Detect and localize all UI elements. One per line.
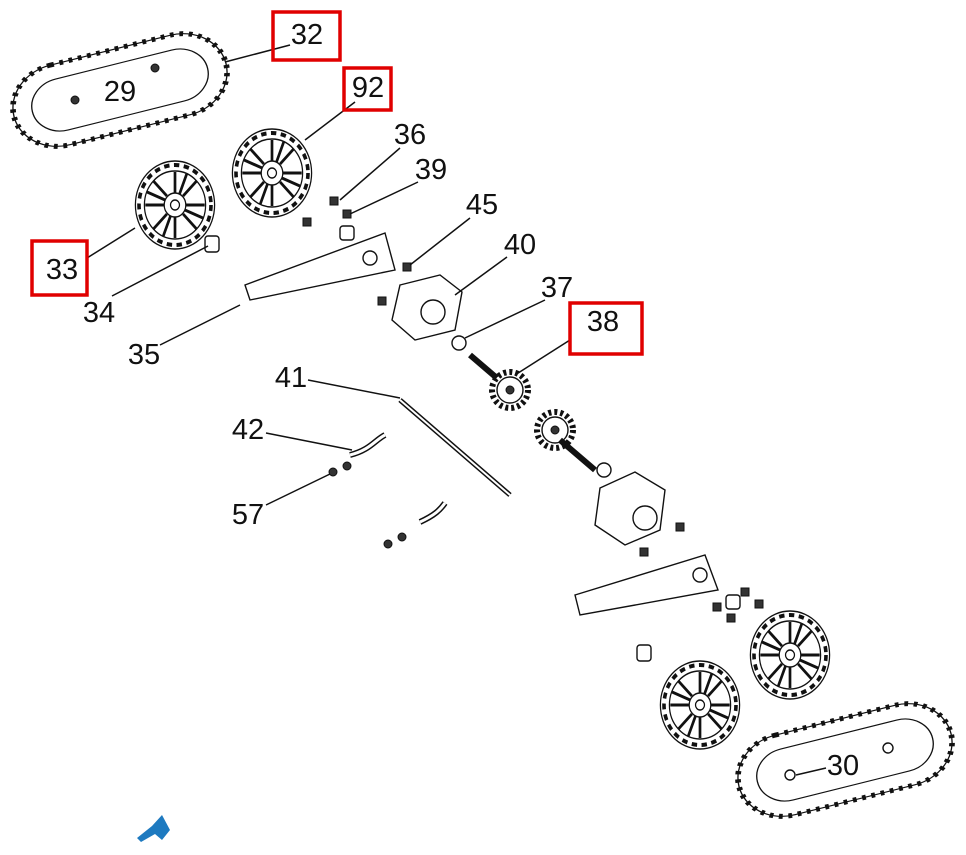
nut (740, 587, 750, 597)
nut-30 (784, 769, 796, 781)
label-29[interactable]: 29 (104, 76, 136, 108)
bushing (725, 594, 741, 610)
highlight-box-38 (568, 301, 644, 356)
bolt (377, 296, 387, 306)
label-34[interactable]: 34 (83, 297, 115, 329)
bushing (339, 225, 355, 241)
label-92[interactable]: 92 (352, 72, 384, 104)
bushing-37 (451, 335, 467, 351)
sprocket-33 (133, 159, 217, 251)
bushing-34 (204, 235, 220, 253)
highlight-box-92 (342, 66, 393, 112)
nut (383, 539, 393, 549)
bolt (302, 217, 312, 227)
label-36[interactable]: 36 (394, 119, 426, 151)
label-39[interactable]: 39 (415, 154, 447, 186)
nut (397, 532, 407, 542)
bolt-36 (329, 196, 339, 206)
sprocket (658, 659, 742, 751)
label-33[interactable]: 33 (46, 254, 78, 286)
bolt (675, 522, 685, 532)
label-37[interactable]: 37 (541, 272, 573, 304)
bushing (636, 644, 652, 662)
label-32[interactable]: 32 (291, 19, 323, 51)
arm-hole (692, 567, 708, 583)
label-35[interactable]: 35 (128, 339, 160, 371)
nut-29 (150, 63, 160, 73)
leader-lines (86, 44, 827, 776)
shaft (558, 437, 597, 473)
arm (574, 554, 719, 616)
sprocket-92 (230, 127, 314, 219)
nut-29b (70, 95, 80, 105)
label-30[interactable]: 30 (827, 750, 859, 782)
nut (712, 602, 722, 612)
bolt-45 (402, 262, 412, 272)
bushing (596, 462, 612, 478)
link-42-inner (349, 433, 386, 457)
nut (882, 742, 894, 754)
nut (342, 461, 352, 471)
nut-39 (342, 209, 352, 219)
direction-arrow-icon (137, 815, 170, 842)
label-38[interactable]: 38 (587, 306, 619, 338)
bearing (632, 505, 658, 531)
shaft-41-highlight (399, 399, 511, 496)
bolt (754, 599, 764, 609)
bearing-flange (594, 471, 666, 546)
link-inner (419, 502, 447, 524)
arm-35 (244, 232, 396, 301)
bearing (420, 299, 446, 325)
label-40[interactable]: 40 (504, 229, 536, 261)
label-41[interactable]: 41 (275, 362, 307, 394)
sprocket (748, 609, 832, 701)
label-45[interactable]: 45 (466, 189, 498, 221)
bolt (726, 613, 736, 623)
label-42[interactable]: 42 (232, 414, 264, 446)
label-57[interactable]: 57 (232, 499, 264, 531)
bolt (639, 547, 649, 557)
highlight-box-32 (271, 10, 342, 62)
gear-38 (492, 372, 528, 408)
arm-hole (362, 250, 378, 266)
nut-57 (328, 467, 338, 477)
highlight-box-33 (30, 239, 89, 297)
